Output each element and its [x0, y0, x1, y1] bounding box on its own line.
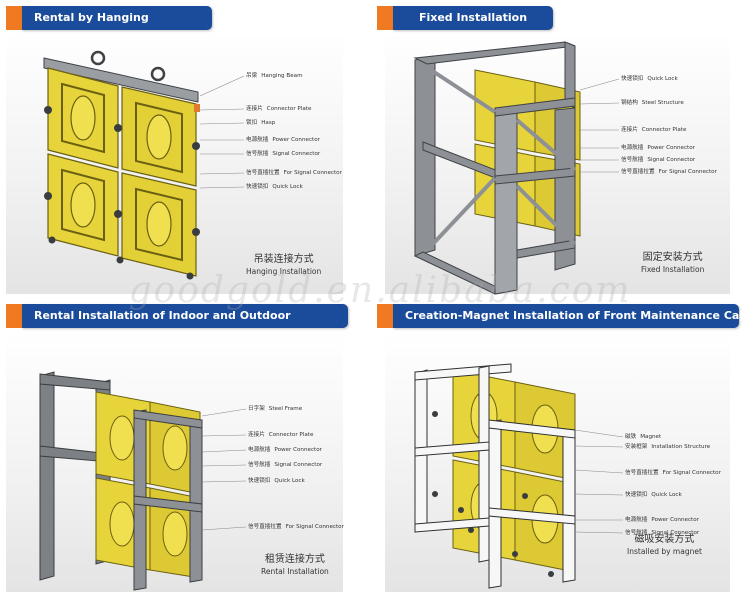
rental-installation-illustration [39, 371, 247, 591]
panel-header: Rental Installation of Indoor and Outdoo… [6, 304, 348, 328]
header-accent [6, 304, 22, 328]
magnets-and-locks [432, 411, 554, 577]
panel-title: Creation-Magnet Installation of Front Ma… [393, 304, 750, 328]
steel-structure [413, 41, 577, 295]
panel-header: Fixed Installation [377, 6, 553, 30]
panel-fixed-installation: Fixed Installation [375, 0, 750, 297]
panel-header: Creation-Magnet Installation of Front Ma… [377, 304, 750, 328]
installation-structure-frame [414, 363, 576, 589]
panel-caption: 吊装连接方式 Hanging Installation [246, 254, 322, 276]
leader-lines [199, 75, 245, 189]
leader-lines [574, 429, 624, 534]
led-cabinet-grid [47, 67, 197, 277]
leader-lines [201, 408, 247, 531]
steel-frame-front [133, 409, 203, 591]
header-accent [377, 6, 393, 30]
panel-title: Rental Installation of Indoor and Outdoo… [22, 304, 348, 328]
panel-caption: 磁吸安装方式 Installed by magnet [627, 534, 702, 556]
watermark: goodgold.en.alibaba.com [128, 270, 632, 311]
panel-rental-installation-indoor-outdoor: Rental Installation of Indoor and Outdoo… [0, 298, 375, 595]
leader-lines [579, 78, 620, 173]
fixed-installation-illustration [413, 41, 620, 295]
panel-magnet-installation: Creation-Magnet Installation of Front Ma… [375, 298, 750, 595]
panel-title: Fixed Installation [393, 6, 553, 30]
connector-handles [44, 104, 200, 280]
panel-caption: 租赁连接方式 Rental Installation [261, 554, 329, 576]
led-cabinet-grid [452, 369, 576, 573]
panel-caption: 固定安装方式 Fixed Installation [641, 252, 705, 274]
header-accent [6, 6, 22, 30]
panel-rental-by-hanging: Rental by Hanging [0, 0, 375, 297]
magnet-installation-illustration [414, 363, 624, 589]
hanging-installation-illustration [43, 50, 245, 280]
hanging-beam [43, 50, 199, 103]
panel-title: Rental by Hanging [22, 6, 212, 30]
panel-header: Rental by Hanging [6, 6, 212, 30]
header-accent [377, 304, 393, 328]
